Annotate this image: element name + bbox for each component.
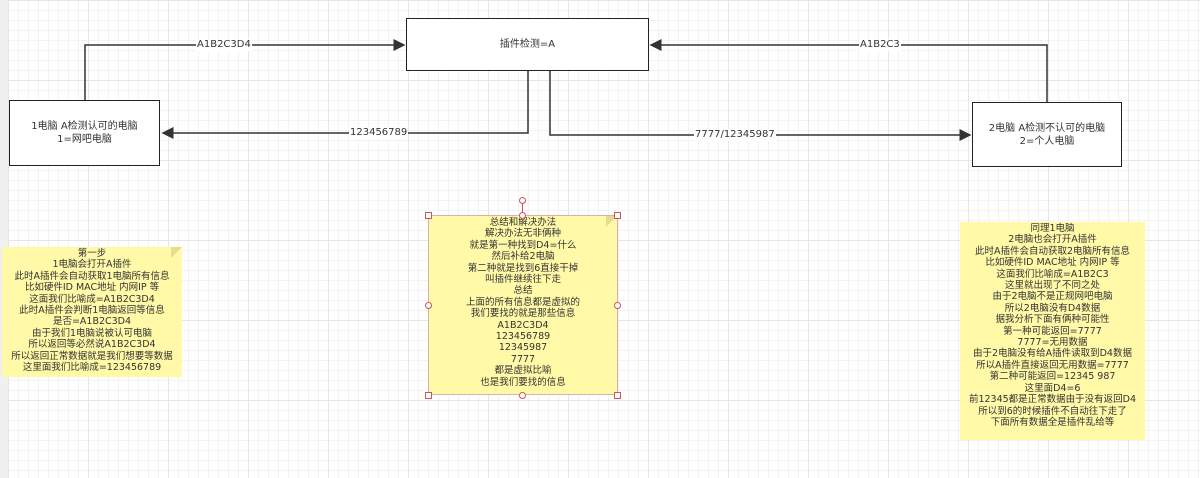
pc1-label-line: 1电脑 A检测认可的电脑	[31, 121, 138, 132]
pc2-label-line: 2电脑 A检测不认可的电脑	[988, 122, 1106, 134]
note-middle-line: 解决办法无非俩种	[484, 228, 561, 240]
note-middle-line: 我们要找的就是那些信息	[470, 308, 576, 320]
pc2-label-line: 2=个人电脑	[1019, 135, 1075, 147]
resize-handle[interactable]	[425, 212, 432, 219]
plugin-node-label: 插件检测=A	[499, 39, 556, 50]
note-left-line: 比如硬件ID MAC地址 内网IP 等	[24, 282, 160, 294]
edge-plugin-to-pc2[interactable]	[549, 71, 972, 141]
pc1-label-line: 1=网吧电脑	[57, 134, 112, 145]
resize-handle[interactable]	[614, 302, 621, 309]
edge-label-pc2-to-plugin: A1B2C3	[859, 39, 901, 51]
resize-handle[interactable]	[425, 302, 432, 309]
note-right-line: 由于2电脑不是正规网吧电脑	[992, 291, 1113, 303]
note-left-line: 所以返回等必然说A1B2C3D4	[28, 339, 156, 351]
note-right-line: 这里面D4=6	[1024, 382, 1081, 394]
note-middle-line: 第二种就是找到6直接干掉	[467, 262, 579, 274]
plugin-node[interactable]: 插件检测=A	[406, 18, 649, 71]
note-middle-line: 叫插件继续往下走	[484, 274, 561, 286]
note-right-line: 这里就出现了不同之处	[1004, 280, 1100, 292]
note-fold	[606, 216, 617, 227]
note-left-line: 是否=A1B2C3D4	[52, 316, 132, 328]
note-middle-line: 然后补给2电脑	[491, 251, 555, 263]
note-right-line: 所以到6的时候插件不自动往下走了	[978, 405, 1127, 417]
note-right-line: 所以A插件直接返回无用数据=7777	[976, 359, 1129, 371]
edge-plugin-to-pc1[interactable]	[161, 71, 529, 139]
pc1-node[interactable]: 1电脑 A检测认可的电脑 1=网吧电脑	[9, 100, 160, 166]
note-middle-line: 上面的所有信息都是虚拟的	[465, 296, 580, 308]
note-right-line: 下面所有数据全是插件乱给等	[990, 416, 1115, 428]
note-fold	[171, 247, 182, 258]
note-right-line: 据我分析下面有俩种可能性	[995, 314, 1110, 326]
note-middle-line: 12345987	[498, 342, 548, 354]
edge-pc1-to-plugin[interactable]	[84, 39, 406, 100]
note-right-line: 第一种可能返回=7777	[1003, 325, 1102, 337]
rotate-handle[interactable]	[519, 197, 526, 204]
note-right-line: 7777=无用数据	[1017, 337, 1088, 349]
note-middle-line: 总结和解决办法	[489, 217, 557, 228]
note-right-line: 所以2电脑没有D4数据	[1004, 302, 1101, 314]
note-middle-line: 就是第一种找到D4=什么	[469, 239, 577, 251]
note-right-line: 2电脑也会打开A插件	[1008, 234, 1097, 246]
note-middle-line: A1B2C3D4	[497, 319, 549, 331]
note-right-line: 第二种可能返回=12345 987	[989, 371, 1116, 383]
note-middle-line: 123456789	[495, 331, 551, 343]
note-right-line: 同理1电脑	[1030, 223, 1075, 234]
note-middle-line: 7777	[510, 353, 536, 365]
edge-label-plugin-to-pc2: 7777/12345987	[694, 129, 776, 141]
note-right-line: 比如硬件ID MAC地址 内网IP 等	[985, 257, 1120, 269]
note-right-line: 前12345都是正常数据由于没有返回D4	[968, 394, 1137, 406]
note-middle-line: 也是我们要找的信息	[480, 376, 566, 388]
canvas-margin	[0, 0, 8, 478]
edge-pc2-to-plugin[interactable]	[649, 39, 1048, 102]
edge-label-pc1-to-plugin: A1B2C3D4	[196, 39, 252, 51]
note-middle-line: 都是虚拟比喻	[494, 365, 552, 377]
edge-label-plugin-to-pc1: 123456789	[349, 127, 409, 139]
resize-handle[interactable]	[519, 212, 526, 219]
note-middle-selected[interactable]: 总结和解决办法解决办法无非俩种就是第一种找到D4=什么然后补给2电脑第二种就是找…	[428, 215, 618, 395]
note-left-line: 此时A插件会判断1电脑返回等信息	[19, 305, 165, 317]
note-left-line: 这面我们比喻成=A1B2C3D4	[29, 293, 155, 305]
note-left-line: 1电脑会打开A插件	[52, 259, 132, 271]
resize-handle[interactable]	[519, 392, 526, 399]
note-left-line: 第一步	[77, 248, 107, 259]
note-right-line: 由于2电脑没有给A插件读取到D4数据	[973, 348, 1132, 360]
note-left-line: 此时A插件会自动获取1电脑所有信息	[14, 270, 170, 282]
resize-handle[interactable]	[614, 392, 621, 399]
resize-handle[interactable]	[614, 212, 621, 219]
note-left-line: 所以返回正常数据就是我们想要等数据	[11, 350, 173, 362]
note-left-line: 这里面我们比喻成=123456789	[22, 362, 162, 374]
note-right-line: 此时A插件会自动获取2电脑所有信息	[974, 245, 1131, 257]
note-middle-line: 总结	[513, 285, 533, 297]
resize-handle[interactable]	[425, 392, 432, 399]
note-right-line: 这面我们比喻成=A1B2C3	[996, 268, 1109, 280]
note-left-line: 由于我们1电脑说被认可电脑	[31, 327, 153, 339]
